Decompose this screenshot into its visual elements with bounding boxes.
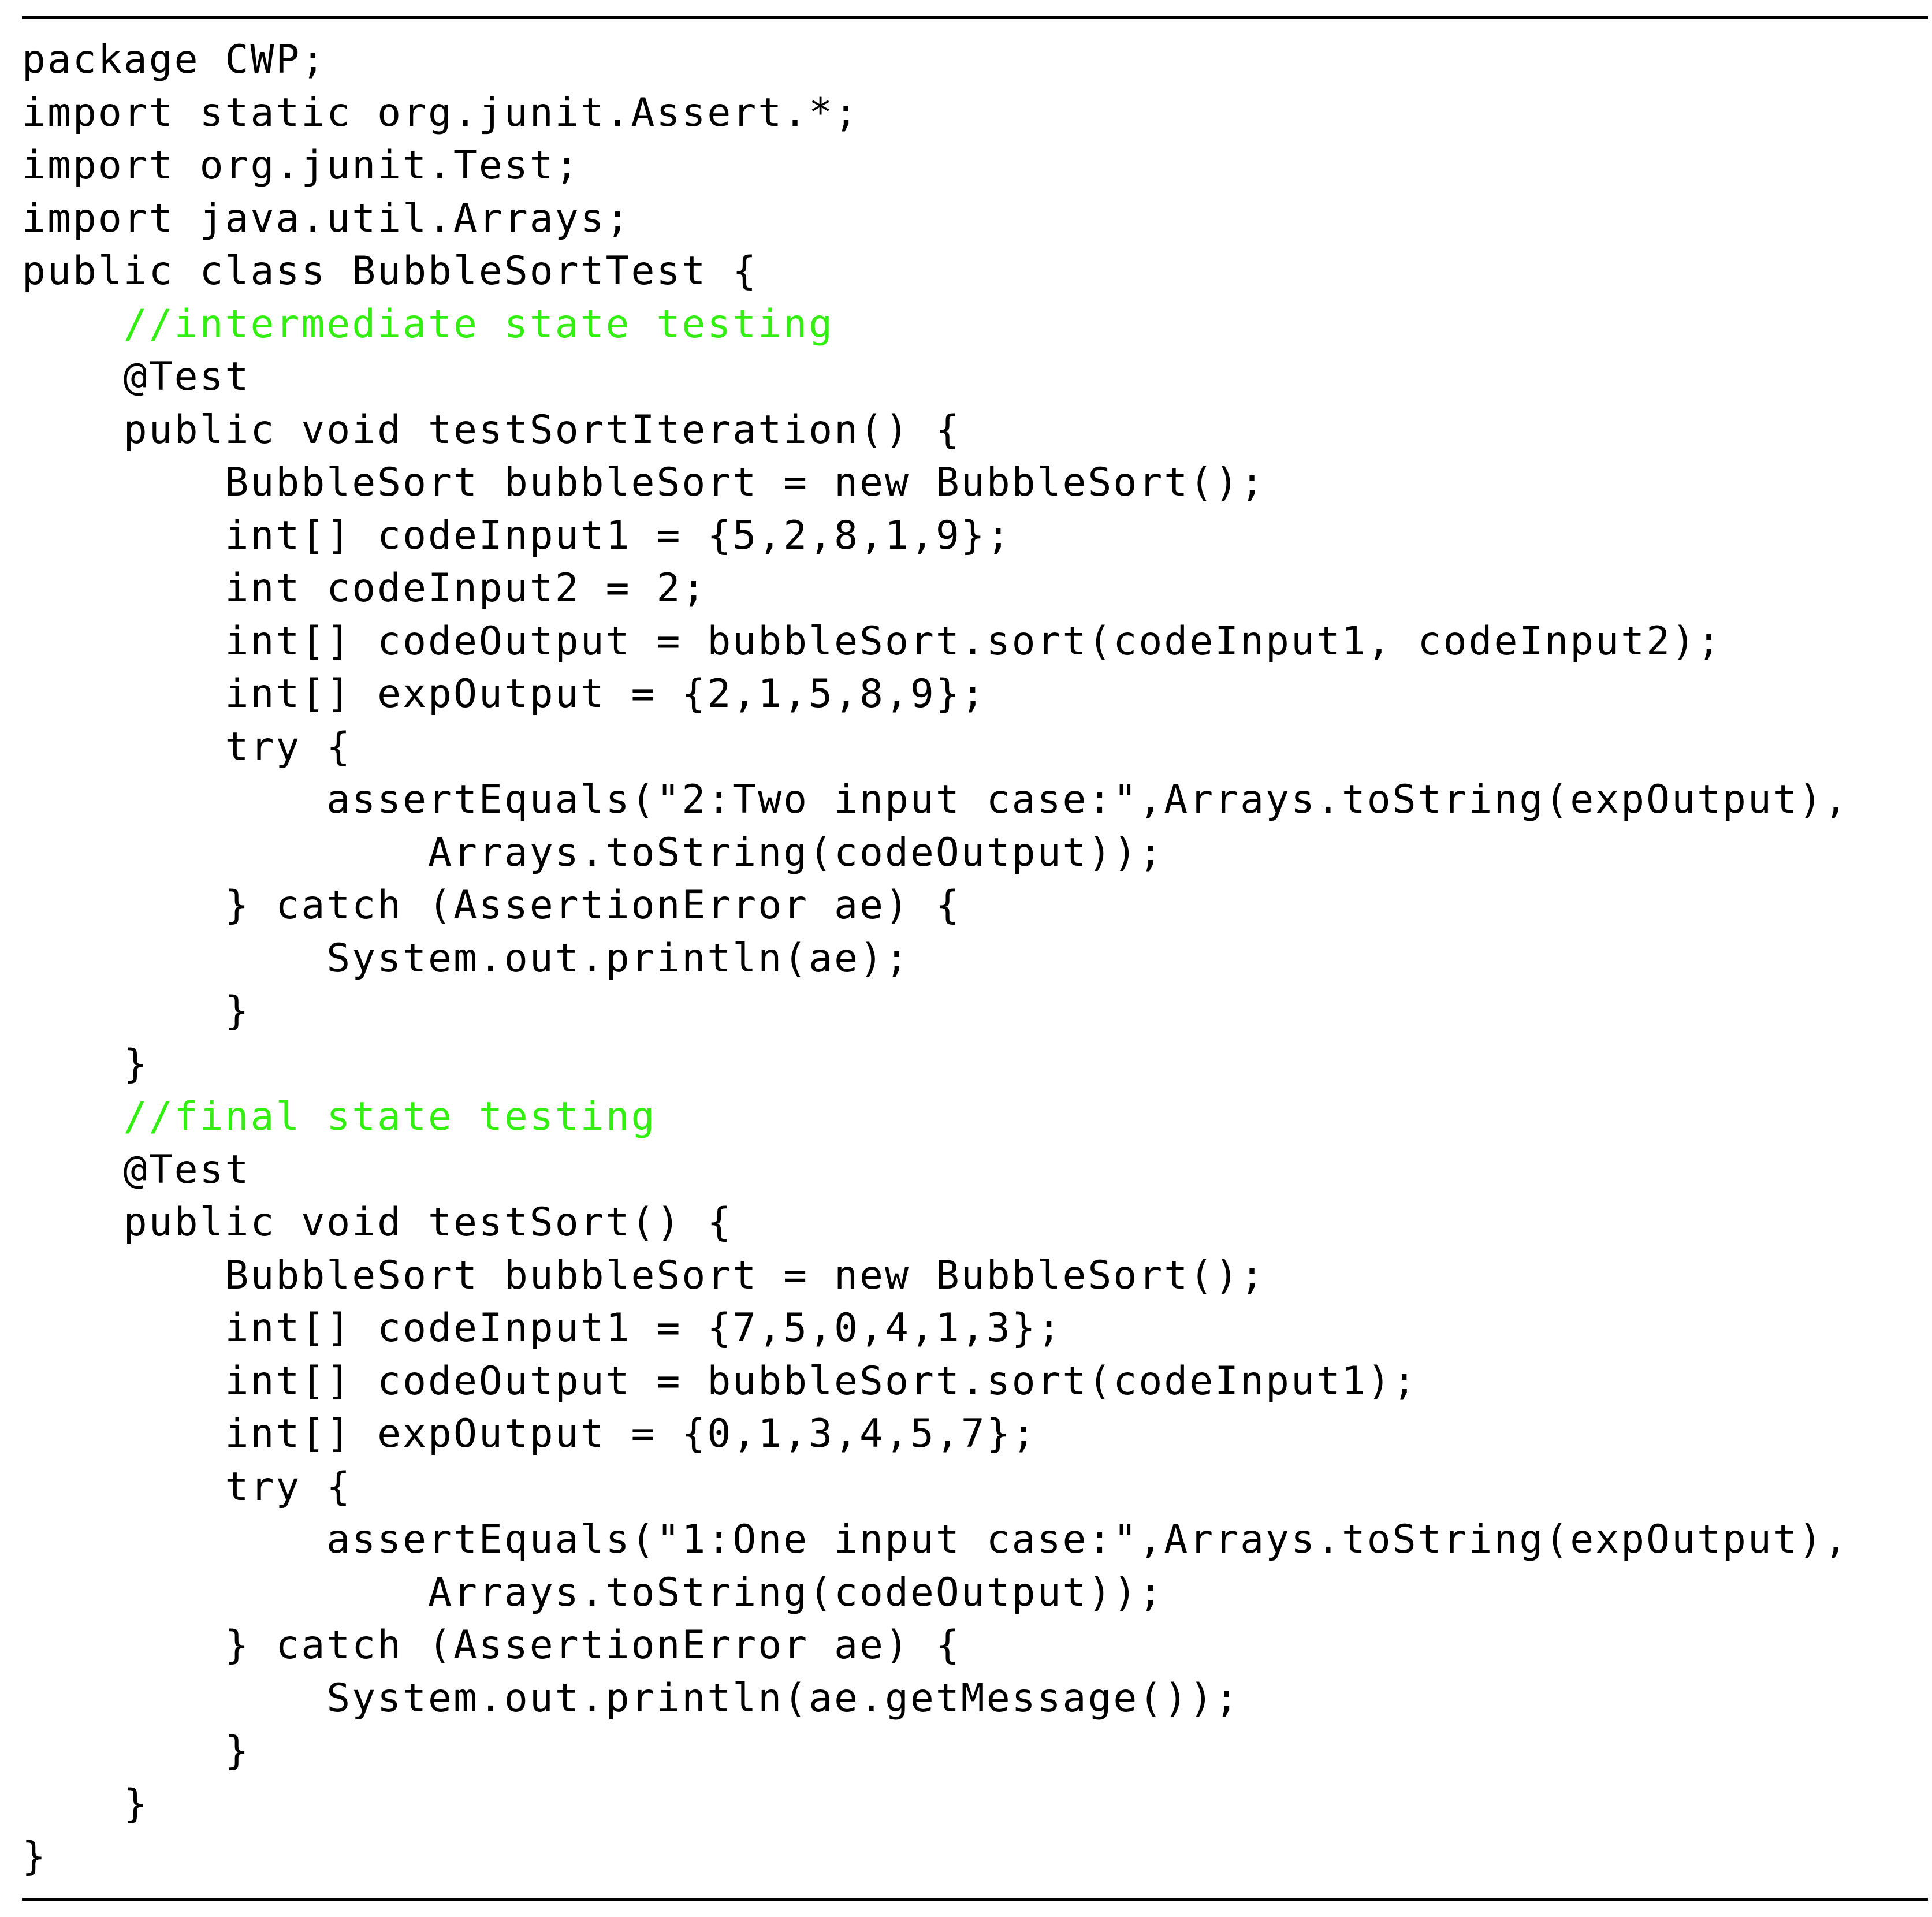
code-line: @Test bbox=[22, 1147, 251, 1193]
code-line: import java.util.Arrays; bbox=[22, 195, 631, 241]
code-block: package CWP; import static org.junit.Asse… bbox=[22, 33, 1849, 1884]
code-line: BubbleSort bubbleSort = new BubbleSort()… bbox=[22, 1252, 1266, 1298]
code-line: int[] codeOutput = bubbleSort.sort(codeI… bbox=[22, 618, 1722, 664]
code-line: @Test bbox=[22, 354, 251, 400]
code-comment-line: //final state testing bbox=[22, 1094, 657, 1140]
code-line: public void testSortIteration() { bbox=[22, 407, 961, 453]
code-line: int codeInput2 = 2; bbox=[22, 565, 708, 611]
code-line: package CWP; bbox=[22, 37, 327, 83]
code-line: public void testSort() { bbox=[22, 1200, 733, 1245]
code-line: } bbox=[22, 1041, 149, 1087]
code-line: System.out.println(ae.getMessage()); bbox=[22, 1675, 1241, 1721]
code-line: int[] expOutput = {0,1,3,4,5,7}; bbox=[22, 1411, 1037, 1457]
code-comment-line: //intermediate state testing bbox=[22, 301, 835, 347]
code-line: } bbox=[22, 988, 251, 1034]
code-listing: package CWP; import static org.junit.Asse… bbox=[22, 16, 1928, 1905]
code-line: } bbox=[22, 1728, 251, 1774]
code-line: Arrays.toString(codeOutput)); bbox=[22, 829, 1164, 876]
code-line: int[] codeInput1 = {5,2,8,1,9}; bbox=[22, 512, 1012, 559]
code-line: } catch (AssertionError ae) { bbox=[22, 1622, 961, 1668]
code-line: assertEquals("1:One input case:",Arrays.… bbox=[22, 1517, 1849, 1562]
code-line: } catch (AssertionError ae) { bbox=[22, 883, 961, 928]
code-line: int[] codeInput1 = {7,5,0,4,1,3}; bbox=[22, 1305, 1063, 1351]
code-line: import org.junit.Test; bbox=[22, 143, 580, 188]
code-line: try { bbox=[22, 1464, 352, 1510]
code-line: BubbleSort bubbleSort = new BubbleSort()… bbox=[22, 460, 1266, 505]
code-line: try { bbox=[22, 724, 352, 770]
code-line: System.out.println(ae); bbox=[22, 935, 910, 981]
code-line: int[] codeOutput = bubbleSort.sort(codeI… bbox=[22, 1358, 1418, 1404]
code-line: } bbox=[22, 1781, 149, 1827]
code-line: public class BubbleSortTest { bbox=[22, 248, 758, 294]
top-rule bbox=[22, 16, 1928, 19]
code-line: import static org.junit.Assert.*; bbox=[22, 90, 860, 136]
code-line: assertEquals("2:Two input case:",Arrays.… bbox=[22, 777, 1849, 822]
code-line: } bbox=[22, 1834, 47, 1879]
bottom-rule bbox=[22, 1898, 1928, 1901]
code-line: Arrays.toString(codeOutput)); bbox=[22, 1569, 1164, 1616]
code-line: int[] expOutput = {2,1,5,8,9}; bbox=[22, 671, 987, 717]
